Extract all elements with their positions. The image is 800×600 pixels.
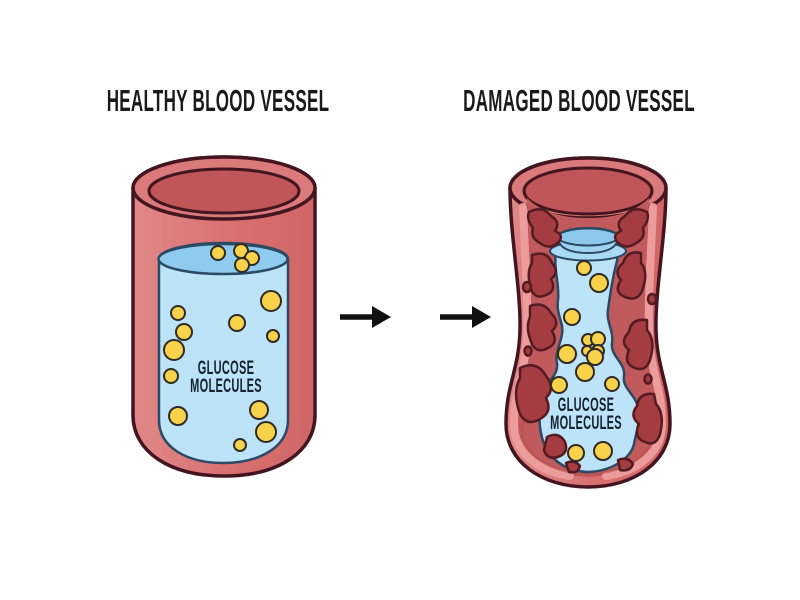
- damaged-glucose-label: GLUCOSE MOLECULES: [550, 395, 622, 434]
- glucose-molecule: [590, 331, 606, 347]
- damaged-glucose-label-line2: MOLECULES: [550, 413, 622, 434]
- plaque-deposit: [613, 208, 650, 248]
- plaque-deposit: [622, 318, 654, 371]
- channel-cup-top: [557, 227, 619, 247]
- plaque-deposit: [523, 345, 533, 357]
- right-arrow-icon: [440, 306, 491, 328]
- healthy-title: HEALTHY BLOOD VESSEL: [107, 84, 330, 119]
- damaged-glucose-label-line1: GLUCOSE: [558, 395, 614, 416]
- glucose-molecule: [563, 308, 581, 326]
- glucose-molecule: [550, 376, 568, 394]
- glucose-molecule: [567, 444, 585, 462]
- glucose-molecule: [576, 260, 592, 276]
- plaque-deposit: [643, 373, 653, 385]
- glucose-molecule: [163, 368, 179, 384]
- healthy-vessel: GLUCOSE MOLECULES: [131, 155, 317, 478]
- glucose-molecule: [604, 376, 620, 392]
- healthy-glucose-label-line1: GLUCOSE: [198, 358, 254, 379]
- healthy-glucose-molecules: [163, 243, 282, 452]
- glucose-molecule: [210, 245, 226, 261]
- healthy-glucose-label: GLUCOSE MOLECULES: [190, 358, 262, 397]
- healthy-vessel-opening: [147, 167, 301, 215]
- plaque-deposit: [616, 251, 647, 300]
- plaque-deposit: [526, 208, 563, 248]
- healthy-glucose-label-line2: MOLECULES: [190, 376, 262, 397]
- plaque-deposit: [514, 364, 553, 424]
- right-arrow-icon: [340, 306, 391, 328]
- damaged-title: DAMAGED BLOOD VESSEL: [463, 84, 695, 119]
- damaged-glucose-molecules: [550, 260, 620, 462]
- plaque-deposit: [632, 392, 664, 445]
- plaque-deposit: [526, 303, 558, 352]
- glucose-molecule: [557, 344, 577, 364]
- glucose-molecule: [234, 257, 250, 273]
- damaged-title-text: DAMAGED BLOOD VESSEL: [463, 84, 695, 119]
- glucose-molecule: [175, 323, 193, 341]
- damaged-vessel-opening: [522, 166, 654, 216]
- glucose-molecule: [589, 273, 609, 293]
- plaque-deposit: [646, 292, 658, 306]
- glucose-molecule: [249, 400, 269, 420]
- healthy-title-text: HEALTHY BLOOD VESSEL: [107, 84, 330, 119]
- glucose-molecule: [255, 421, 277, 443]
- glucose-molecule: [266, 329, 280, 343]
- plaque-deposits: [514, 208, 664, 474]
- glucose-molecule: [233, 438, 247, 452]
- plaque-deposit: [616, 457, 635, 472]
- glucose-molecule: [163, 339, 185, 361]
- plaque-deposit: [564, 460, 582, 474]
- glucose-molecule: [575, 362, 595, 382]
- plaque-deposit: [542, 433, 568, 459]
- glucose-molecule: [593, 441, 613, 461]
- glucose-molecule: [168, 406, 188, 426]
- glucose-molecule: [586, 348, 604, 366]
- plaque-deposit: [521, 280, 533, 294]
- glucose-molecule: [260, 290, 282, 312]
- transition-arrows: [340, 306, 491, 328]
- glucose-molecule: [228, 314, 246, 332]
- damaged-vessel: GLUCOSE MOLECULES: [504, 156, 672, 489]
- right-cut-edge: [602, 203, 667, 480]
- plaque-deposit: [527, 252, 557, 298]
- glucose-molecule: [170, 305, 186, 321]
